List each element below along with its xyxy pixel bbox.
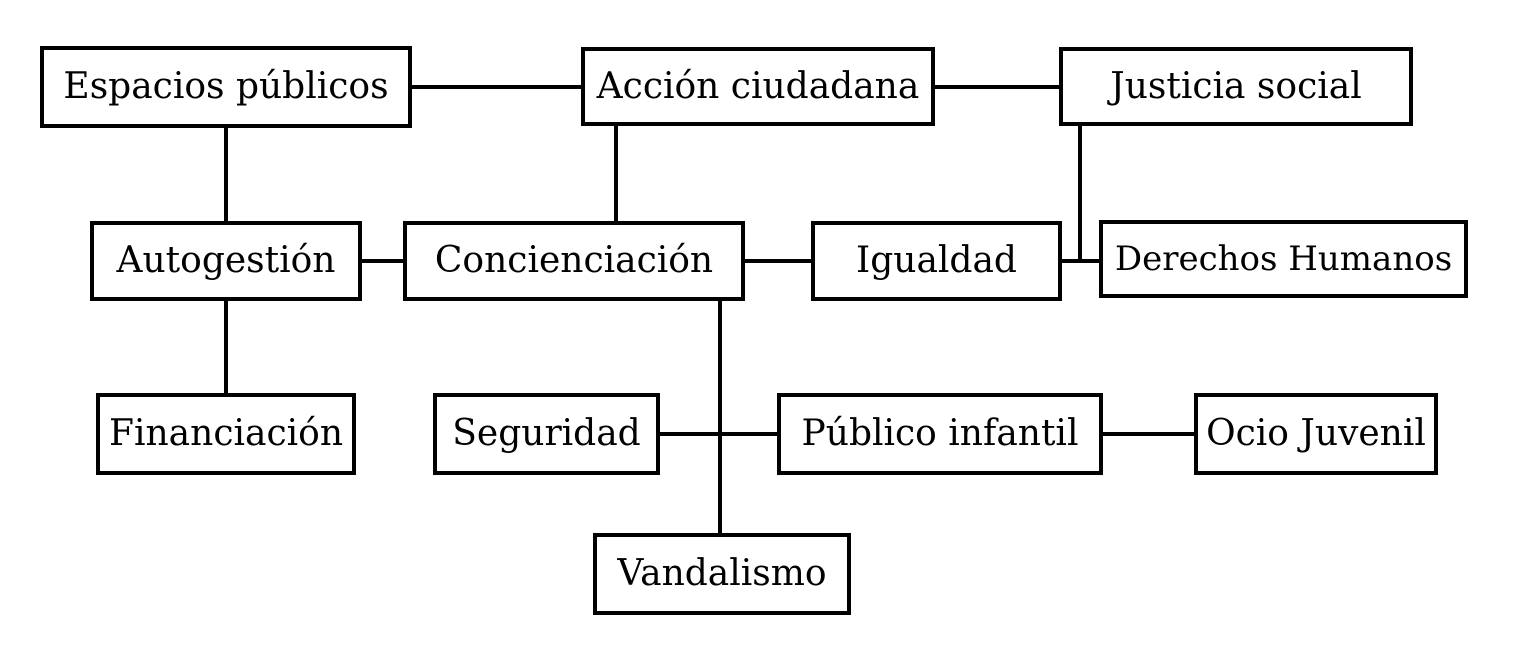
node-publico-infantil: Público infantil	[777, 393, 1103, 475]
node-label: Igualdad	[856, 240, 1017, 281]
node-financiacion: Financiación	[96, 393, 356, 475]
node-label: Espacios públicos	[63, 66, 389, 107]
node-accion-ciudadana: Acción ciudadana	[581, 47, 935, 126]
node-label: Vandalismo	[617, 553, 827, 594]
node-label: Justicia social	[1110, 65, 1362, 107]
node-label: Seguridad	[452, 413, 641, 454]
node-vandalismo: Vandalismo	[593, 533, 851, 615]
node-label: Ocio Juvenil	[1206, 413, 1426, 454]
node-label: Derechos Humanos	[1114, 239, 1453, 279]
node-ocio-juvenil: Ocio Juvenil	[1194, 393, 1438, 475]
node-seguridad: Seguridad	[433, 393, 660, 475]
node-autogestion: Autogestión	[90, 221, 362, 301]
node-label: Público infantil	[801, 413, 1079, 454]
node-igualdad: Igualdad	[811, 221, 1062, 301]
node-justicia-social: Justicia social	[1059, 47, 1413, 126]
node-label: Concienciación	[434, 240, 714, 281]
node-espacios-publicos: Espacios públicos	[40, 46, 412, 128]
node-derechos-humanos: Derechos Humanos	[1099, 220, 1468, 298]
node-concienciacion: Concienciación	[403, 221, 745, 301]
node-label: Financiación	[109, 413, 343, 454]
node-label: Autogestión	[116, 240, 336, 281]
node-label: Acción ciudadana	[596, 65, 920, 107]
